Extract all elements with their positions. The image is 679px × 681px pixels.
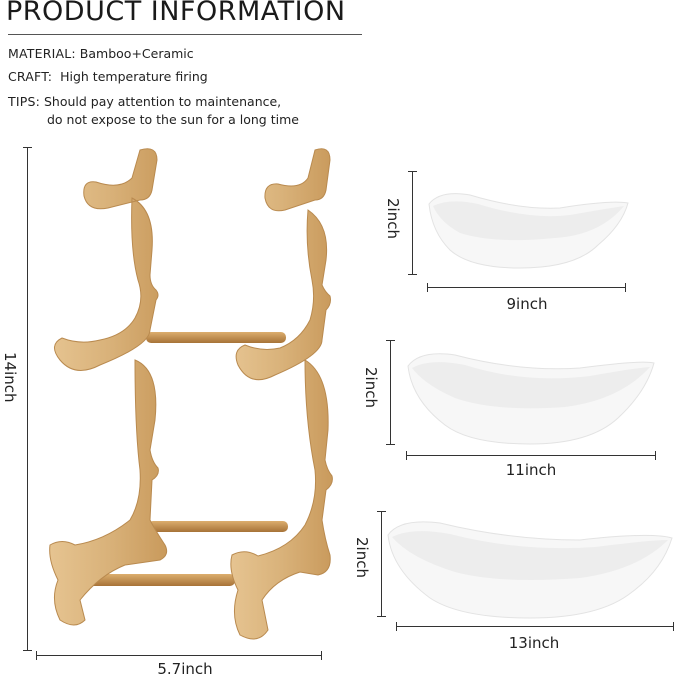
plate-2-height-dimension-line	[386, 340, 395, 445]
rack-height-dimension-line	[23, 147, 32, 651]
plate-3-width-dimension-line	[396, 622, 674, 631]
plate-1-height-dimension-line	[408, 171, 417, 275]
material-row: MATERIAL: Bamboo+Ceramic	[8, 46, 194, 62]
craft-row: CRAFT: High temperature firing	[8, 69, 208, 85]
craft-value: High temperature firing	[60, 69, 208, 84]
material-label: MATERIAL:	[8, 46, 76, 61]
craft-label: CRAFT:	[8, 69, 53, 84]
material-value: Bamboo+Ceramic	[79, 46, 194, 61]
plate-2-width-label: 11inch	[505, 461, 557, 479]
plate-3-height-dimension-line	[377, 511, 386, 617]
tips-line-1: Should pay attention to maintenance,	[44, 94, 282, 109]
plate-1-width-dimension-line	[427, 283, 626, 292]
tips-line-2: do not expose to the sun for a long time	[47, 112, 299, 127]
rack-width-label: 5.7inch	[157, 660, 213, 678]
plate-2-width-dimension-line	[406, 451, 656, 460]
tips-row: TIPS: Should pay attention to maintenanc…	[8, 94, 281, 110]
tips-label: TIPS:	[8, 94, 41, 109]
rack-width-dimension-line	[36, 651, 322, 660]
plate-1-width-label: 9inch	[506, 295, 548, 313]
page-title: PRODUCT INFORMATION	[6, 0, 346, 27]
plate-3-width-label: 13inch	[508, 634, 560, 652]
title-divider	[8, 34, 362, 35]
